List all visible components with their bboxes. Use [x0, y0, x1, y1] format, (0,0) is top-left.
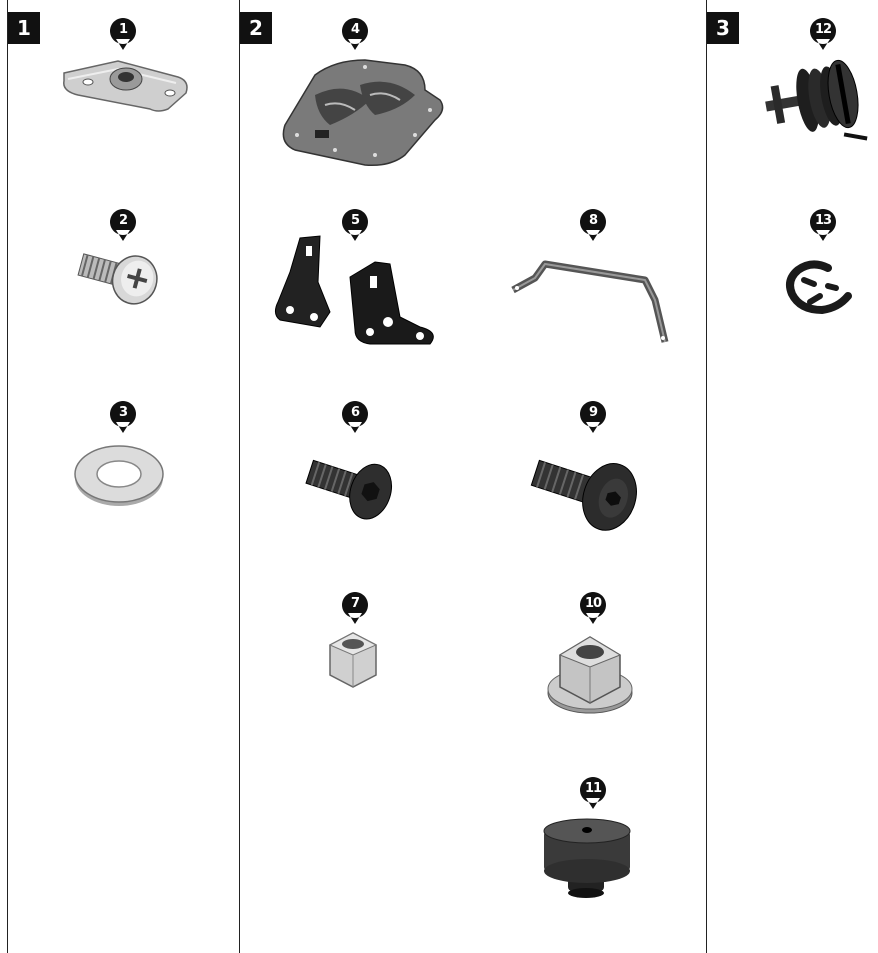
part-marker-11: 11 — [579, 776, 607, 810]
part-number-4: 4 — [341, 17, 369, 43]
column-divider-1 — [7, 0, 8, 953]
part-number-8: 8 — [579, 208, 607, 234]
part-number-3: 3 — [109, 400, 137, 426]
part-marker-7: 7 — [341, 591, 369, 625]
section-badge-3: 3 — [707, 12, 739, 44]
part-marker-1: 1 — [109, 17, 137, 51]
part-number-6: 6 — [341, 400, 369, 426]
part-marker-4: 4 — [341, 17, 369, 51]
mounting-plate-icon — [58, 55, 193, 115]
lock-nut-icon — [318, 625, 388, 695]
part-marker-12: 12 — [809, 17, 837, 51]
phillips-screw-icon — [75, 240, 165, 315]
part-marker-2: 2 — [109, 208, 137, 242]
part-number-10: 10 — [579, 591, 607, 617]
part-marker-9: 9 — [579, 400, 607, 434]
top-case-base-plate-icon — [275, 55, 450, 170]
flange-nut-icon — [545, 625, 635, 717]
e-clip-icon — [782, 258, 857, 318]
part-number-7: 7 — [341, 591, 369, 617]
part-number-1: 1 — [109, 17, 137, 43]
part-number-13: 13 — [809, 208, 837, 234]
rubber-pad-icon — [538, 815, 638, 900]
mounting-brackets-icon — [270, 232, 450, 352]
column-divider-2 — [239, 0, 240, 953]
flat-washer-icon — [72, 440, 167, 510]
bent-strap-bracket-icon — [505, 250, 675, 355]
section-badge-2: 2 — [240, 12, 272, 44]
part-marker-8: 8 — [579, 208, 607, 242]
column-divider-3 — [706, 0, 707, 953]
quarter-turn-fastener-icon — [760, 55, 870, 150]
section-badge-1: 1 — [8, 12, 40, 44]
part-number-12: 12 — [809, 17, 837, 43]
part-marker-10: 10 — [579, 591, 607, 625]
button-head-allen-bolt-icon — [528, 445, 648, 540]
part-marker-13: 13 — [809, 208, 837, 242]
countersunk-allen-bolt-icon — [303, 445, 398, 530]
part-number-5: 5 — [341, 208, 369, 234]
part-marker-6: 6 — [341, 400, 369, 434]
part-marker-3: 3 — [109, 400, 137, 434]
part-number-2: 2 — [109, 208, 137, 234]
part-number-9: 9 — [579, 400, 607, 426]
part-number-11: 11 — [579, 776, 607, 802]
